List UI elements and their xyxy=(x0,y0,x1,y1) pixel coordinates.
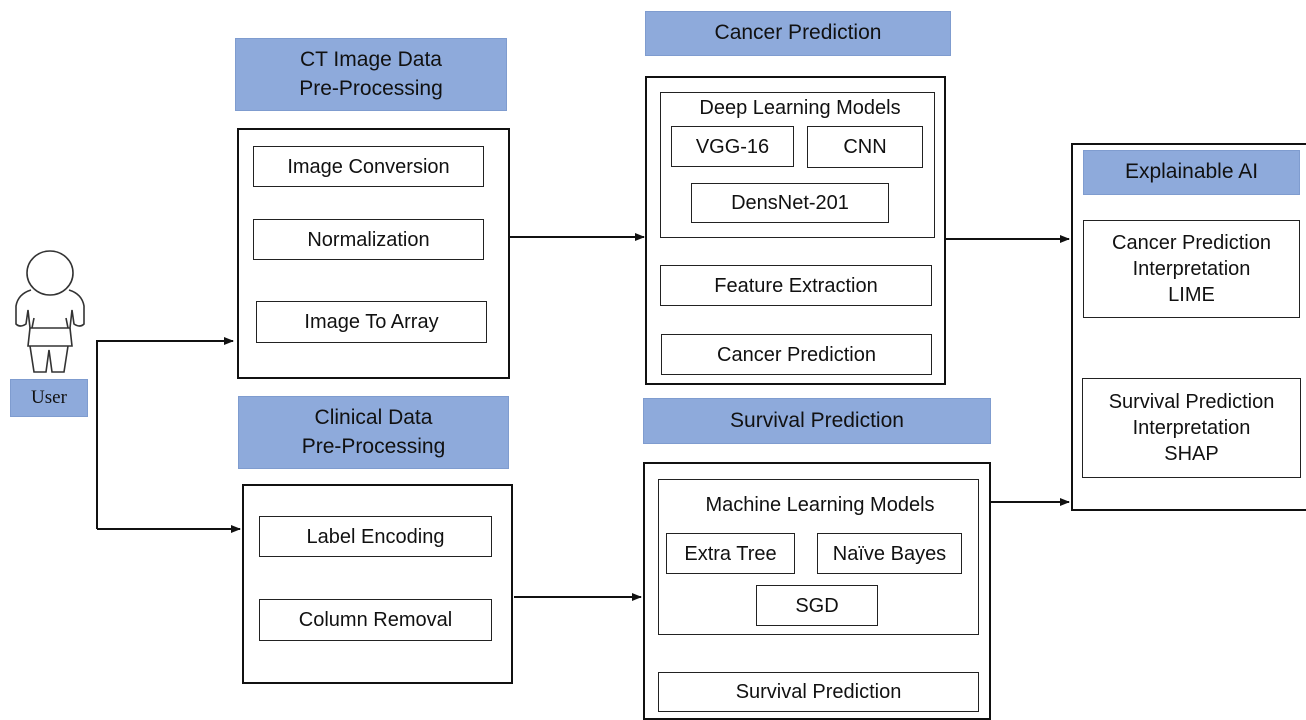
column-removal-step: Column Removal xyxy=(259,599,492,641)
explainable-ai-title: Explainable AI xyxy=(1083,150,1300,195)
feature-extraction-step: Feature Extraction xyxy=(660,265,932,306)
normalization-step: Normalization xyxy=(253,219,484,260)
deep-learning-models-label: Deep Learning Models xyxy=(699,97,901,119)
user-icon xyxy=(4,248,94,378)
cnn-model: CNN xyxy=(807,126,923,168)
cancer-prediction-title: Cancer Prediction xyxy=(645,11,951,56)
clinical-preprocessing-panel xyxy=(242,484,513,684)
survival-prediction-step: Survival Prediction xyxy=(658,672,979,712)
user-branch-line xyxy=(96,337,234,529)
shap-interpretation-box: Survival Prediction Interpretation SHAP xyxy=(1082,378,1301,478)
clinical-preprocessing-title: Clinical Data Pre-Processing xyxy=(238,396,509,469)
densnet201-model: DensNet-201 xyxy=(691,183,889,223)
image-to-array-step: Image To Array xyxy=(256,301,487,343)
cancer-prediction-step: Cancer Prediction xyxy=(661,334,932,375)
label-encoding-step: Label Encoding xyxy=(259,516,492,557)
user-label: User xyxy=(10,379,88,417)
sgd-model: SGD xyxy=(756,585,878,626)
ct-preprocessing-title: CT Image Data Pre-Processing xyxy=(235,38,507,111)
lime-interpretation-box: Cancer Prediction Interpretation LIME xyxy=(1083,220,1300,318)
naive-bayes-model: Naïve Bayes xyxy=(817,533,962,574)
survival-prediction-title: Survival Prediction xyxy=(643,398,991,444)
extra-tree-model: Extra Tree xyxy=(666,533,795,574)
image-conversion-step: Image Conversion xyxy=(253,146,484,187)
machine-learning-models-label: Machine Learning Models xyxy=(705,494,935,516)
vgg16-model: VGG-16 xyxy=(671,126,794,167)
